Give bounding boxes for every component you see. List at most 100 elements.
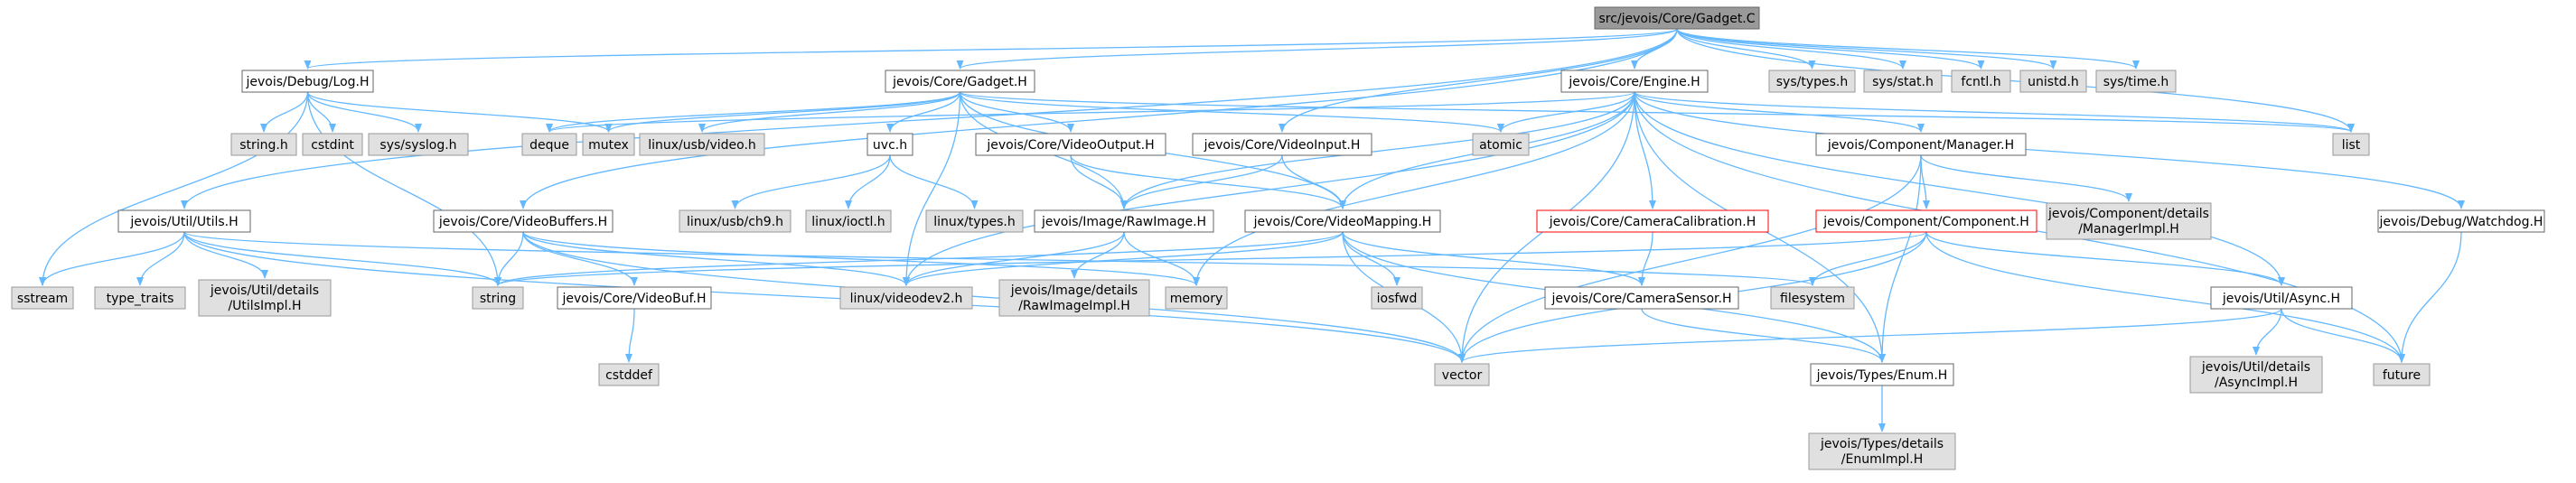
edge-gadget-h-to-uvc-h [886, 91, 961, 133]
node-label: jevois/Core/CameraCalibration.H [1549, 215, 1756, 229]
node-filesystem: filesystem [1770, 286, 1855, 310]
node-sys-types: sys/types.h [1768, 70, 1856, 93]
node-label: jevois/Core/VideoBuffers.H [438, 215, 607, 229]
edge-videoinput-h-to-videomapping-h [1281, 154, 1346, 209]
node-box [2210, 286, 2353, 310]
node-label: jevois/Util/details [2201, 360, 2310, 375]
node-async-h[interactable]: jevois/Util/Async.H [2210, 286, 2353, 310]
edge-log-h-to-syslog [306, 91, 422, 133]
node-label: jevois/Image/details [1010, 283, 1138, 298]
node-box [1808, 432, 1956, 470]
node-gadget-h[interactable]: jevois/Core/Gadget.H [885, 70, 1035, 93]
node-box [1434, 363, 1490, 386]
edge-videoinput-h-to-rawimage-h [1120, 154, 1283, 209]
node-label: /RawImageImpl.H [1018, 299, 1130, 313]
node-engine-h[interactable]: jevois/Core/Engine.H [1560, 70, 1709, 93]
node-usb-ch9: linux/usb/ch9.h [679, 209, 792, 233]
edge-videomapping-h-to-string [494, 231, 1344, 286]
node-label: vector [1442, 368, 1483, 383]
node-utils-h[interactable]: jevois/Util/Utils.H [117, 209, 251, 233]
node-log-h[interactable]: jevois/Debug/Log.H [241, 70, 374, 93]
node-sstream: sstream [11, 286, 74, 310]
node-videomapping-h[interactable]: jevois/Core/VideoMapping.H [1244, 209, 1441, 233]
edge-engine-h-to-async-h [1634, 91, 2285, 286]
node-label: sys/time.h [2103, 75, 2169, 89]
node-box [885, 70, 1035, 93]
node-box [805, 209, 892, 233]
node-label: uvc.h [873, 138, 907, 153]
node-label: jevois/Debug/Log.H [246, 75, 370, 89]
node-camsensor-h[interactable]: jevois/Core/CameraSensor.H [1544, 286, 1739, 310]
edge-utils-h-to-filesystem [183, 231, 1816, 286]
node-label: jevois/Component/Component.H [1822, 215, 2029, 229]
node-box [1951, 70, 2011, 93]
node-label: filesystem [1780, 292, 1845, 306]
edge-utils-h-to-utilsimpl-h [183, 231, 268, 279]
node-box [598, 363, 660, 386]
node-atomic: atomic [1472, 133, 1530, 156]
node-unistd: unistd.h [2019, 70, 2087, 93]
node-videoinput-h[interactable]: jevois/Core/VideoInput.H [1192, 133, 1372, 156]
node-compmgr-h[interactable]: jevois/Component/Manager.H [1815, 133, 2027, 156]
node-label: cstddef [605, 368, 653, 383]
node-label: string.h [239, 138, 288, 153]
edge-engine-h-to-memory [1193, 91, 1635, 286]
edge-gadget-c-to-log-h [304, 28, 1678, 70]
node-future: future [2373, 363, 2431, 386]
node-label: jevois/Component/details [2047, 207, 2209, 221]
node-utilsimpl-h: jevois/Util/details/UtilsImpl.H [198, 279, 332, 317]
node-iosfwd: iosfwd [1371, 286, 1423, 310]
node-component-h[interactable]: jevois/Component/Component.H [1815, 209, 2037, 233]
node-box [2332, 133, 2370, 156]
edge-videooutput-h-to-videomapping-h [1070, 154, 1346, 209]
node-label: jevois/Core/VideoOutput.H [986, 138, 1154, 153]
node-videooutput-h[interactable]: jevois/Core/VideoOutput.H [975, 133, 1166, 156]
node-box [998, 279, 1150, 317]
node-gadget-c[interactable]: src/jevois/Core/Gadget.C [1594, 6, 1760, 30]
node-label: src/jevois/Core/Gadget.C [1598, 12, 1755, 26]
node-box [1810, 363, 1954, 386]
edge-log-h-to-string [306, 91, 501, 286]
edge-gadget-c-to-utils-h [181, 28, 1678, 209]
node-box [472, 286, 524, 310]
node-rawimage-h[interactable]: jevois/Image/RawImage.H [1034, 209, 1214, 233]
node-videobuf-h[interactable]: jevois/Core/VideoBuf.H [557, 286, 712, 310]
node-watchdog-h[interactable]: jevois/Debug/Watchdog.H [2377, 209, 2545, 233]
node-label: jevois/Core/VideoBuf.H [562, 292, 707, 306]
node-syslog: sys/syslog.h [368, 133, 469, 156]
edge-uvc-h-to-linux-types [889, 154, 979, 209]
node-label: jevois/Debug/Watchdog.H [2379, 215, 2543, 229]
node-box [557, 286, 712, 310]
node-uvc-h[interactable]: uvc.h [866, 133, 913, 156]
edge-videobuffers-h-to-string [494, 231, 524, 286]
node-videobuffers-h[interactable]: jevois/Core/VideoBuffers.H [433, 209, 614, 233]
node-box [2095, 70, 2177, 93]
node-box [302, 133, 363, 156]
node-camcal-h[interactable]: jevois/Core/CameraCalibration.H [1536, 209, 1769, 233]
node-box [1594, 6, 1760, 30]
node-label: jevois/Util/Async.H [2222, 292, 2340, 306]
node-label: fcntl.h [1961, 75, 2000, 89]
node-enum-h[interactable]: jevois/Types/Enum.H [1810, 363, 1954, 386]
edge-async-h-to-vector [1458, 308, 2282, 363]
node-box [11, 286, 74, 310]
node-box [2046, 202, 2212, 240]
node-string-h: string.h [230, 133, 297, 156]
edge-gadget-c-to-videobuffers-h [520, 28, 1678, 209]
edge-async-h-to-future [2281, 308, 2405, 363]
node-box [230, 133, 297, 156]
edge-component-h-to-future [1925, 231, 2405, 363]
node-videodev2: linux/videodev2.h [839, 286, 973, 310]
edge-videobuffers-h-to-videobuf-h [522, 231, 638, 286]
node-label: jevois/Core/CameraSensor.H [1551, 292, 1732, 306]
node-label: type_traits [107, 292, 174, 306]
node-usb-video: linux/usb/video.h [639, 133, 765, 156]
edge-watchdog-h-to-future [2398, 231, 2462, 363]
edge-engine-h-to-atomic [1497, 91, 1635, 133]
edge-log-h-to-string-h [260, 91, 309, 133]
node-list: list [2332, 133, 2370, 156]
node-label: jevois/Core/Gadget.H [892, 75, 1027, 89]
node-label: /EnumImpl.H [1841, 452, 1923, 467]
node-deque: deque [521, 133, 577, 156]
node-vector: vector [1434, 363, 1490, 386]
